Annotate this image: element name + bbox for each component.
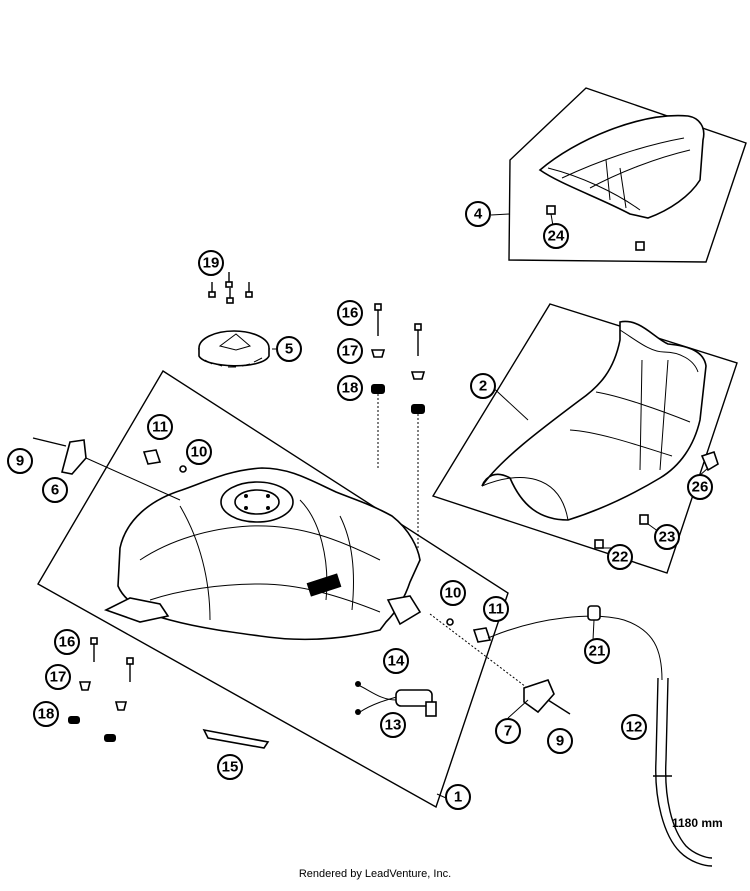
svg-text:6: 6 <box>51 482 59 499</box>
callout-9-left: 9 <box>7 448 33 474</box>
passenger-seat-group-frame <box>508 87 747 263</box>
callout-21: 21 <box>584 638 610 664</box>
svg-text:13: 13 <box>385 717 402 734</box>
callout-6: 6 <box>42 477 68 503</box>
svg-text:18: 18 <box>38 706 55 723</box>
fuel-tank <box>103 467 422 641</box>
svg-text:21: 21 <box>589 643 606 660</box>
svg-text:22: 22 <box>612 549 629 566</box>
footer-credit: Rendered by LeadVenture, Inc. <box>298 868 452 880</box>
callout-17-upper: 17 <box>337 338 363 364</box>
callout-23: 23 <box>654 524 680 550</box>
svg-text:18: 18 <box>342 380 359 397</box>
seat-group-frame <box>431 303 738 574</box>
fuel-cap <box>198 330 270 368</box>
svg-text:11: 11 <box>152 419 168 436</box>
svg-text:11: 11 <box>488 601 504 618</box>
svg-text:19: 19 <box>203 255 220 272</box>
svg-text:10: 10 <box>191 444 208 461</box>
svg-text:17: 17 <box>50 669 67 686</box>
callout-22: 22 <box>607 544 633 570</box>
callout-16-upper: 16 <box>337 300 363 326</box>
callout-10-upper: 10 <box>186 439 212 465</box>
svg-text:23: 23 <box>659 529 676 546</box>
svg-text:26: 26 <box>692 479 709 496</box>
callout-5: 5 <box>276 336 302 362</box>
svg-text:12: 12 <box>626 719 643 736</box>
svg-text:14: 14 <box>388 653 405 670</box>
callout-9-right: 9 <box>547 728 573 754</box>
hose-length-label: 1180 mm <box>672 816 723 830</box>
callout-12: 12 <box>621 714 647 740</box>
svg-text:16: 16 <box>342 305 359 322</box>
svg-text:17: 17 <box>342 343 359 360</box>
fuel-hose <box>487 605 713 867</box>
callout-26: 26 <box>687 474 713 500</box>
screws-cap <box>208 272 253 304</box>
callout-18-upper: 18 <box>337 375 363 401</box>
callout-11-lower: 11 <box>483 596 509 622</box>
callout-1: 1 <box>445 784 471 810</box>
svg-text:10: 10 <box>445 585 462 602</box>
callout-16-lower: 16 <box>54 629 80 655</box>
rider-seat <box>481 320 719 549</box>
callout-13: 13 <box>380 712 406 738</box>
svg-text:7: 7 <box>504 723 512 740</box>
svg-text:1: 1 <box>454 789 462 806</box>
callout-15: 15 <box>217 754 243 780</box>
fuel-pump-sensor <box>355 681 437 717</box>
callout-11-upper: 11 <box>147 414 173 440</box>
clip-lower <box>429 613 571 715</box>
svg-text:4: 4 <box>474 206 483 223</box>
callout-18-lower: 18 <box>33 701 59 727</box>
tank-bracket-front <box>32 437 181 501</box>
svg-text:9: 9 <box>16 453 24 470</box>
protective-strip <box>202 728 270 749</box>
passenger-seat-cover <box>538 114 705 251</box>
callout-4: 4 <box>465 201 491 227</box>
callout-10-lower: 10 <box>440 580 466 606</box>
callout-24: 24 <box>543 223 569 249</box>
callout-19: 19 <box>198 250 224 276</box>
svg-text:9: 9 <box>556 733 564 750</box>
callout-2: 2 <box>470 373 496 399</box>
svg-text:2: 2 <box>479 378 487 395</box>
callout-17-lower: 17 <box>45 664 71 690</box>
callout-7: 7 <box>495 718 521 744</box>
svg-text:24: 24 <box>548 228 565 245</box>
upper-fasteners <box>370 303 426 548</box>
lower-fasteners <box>68 637 134 742</box>
clip-upper <box>142 449 187 473</box>
callout-14: 14 <box>383 648 409 674</box>
svg-text:5: 5 <box>285 341 293 358</box>
svg-text:15: 15 <box>222 759 239 776</box>
svg-text:16: 16 <box>59 634 76 651</box>
